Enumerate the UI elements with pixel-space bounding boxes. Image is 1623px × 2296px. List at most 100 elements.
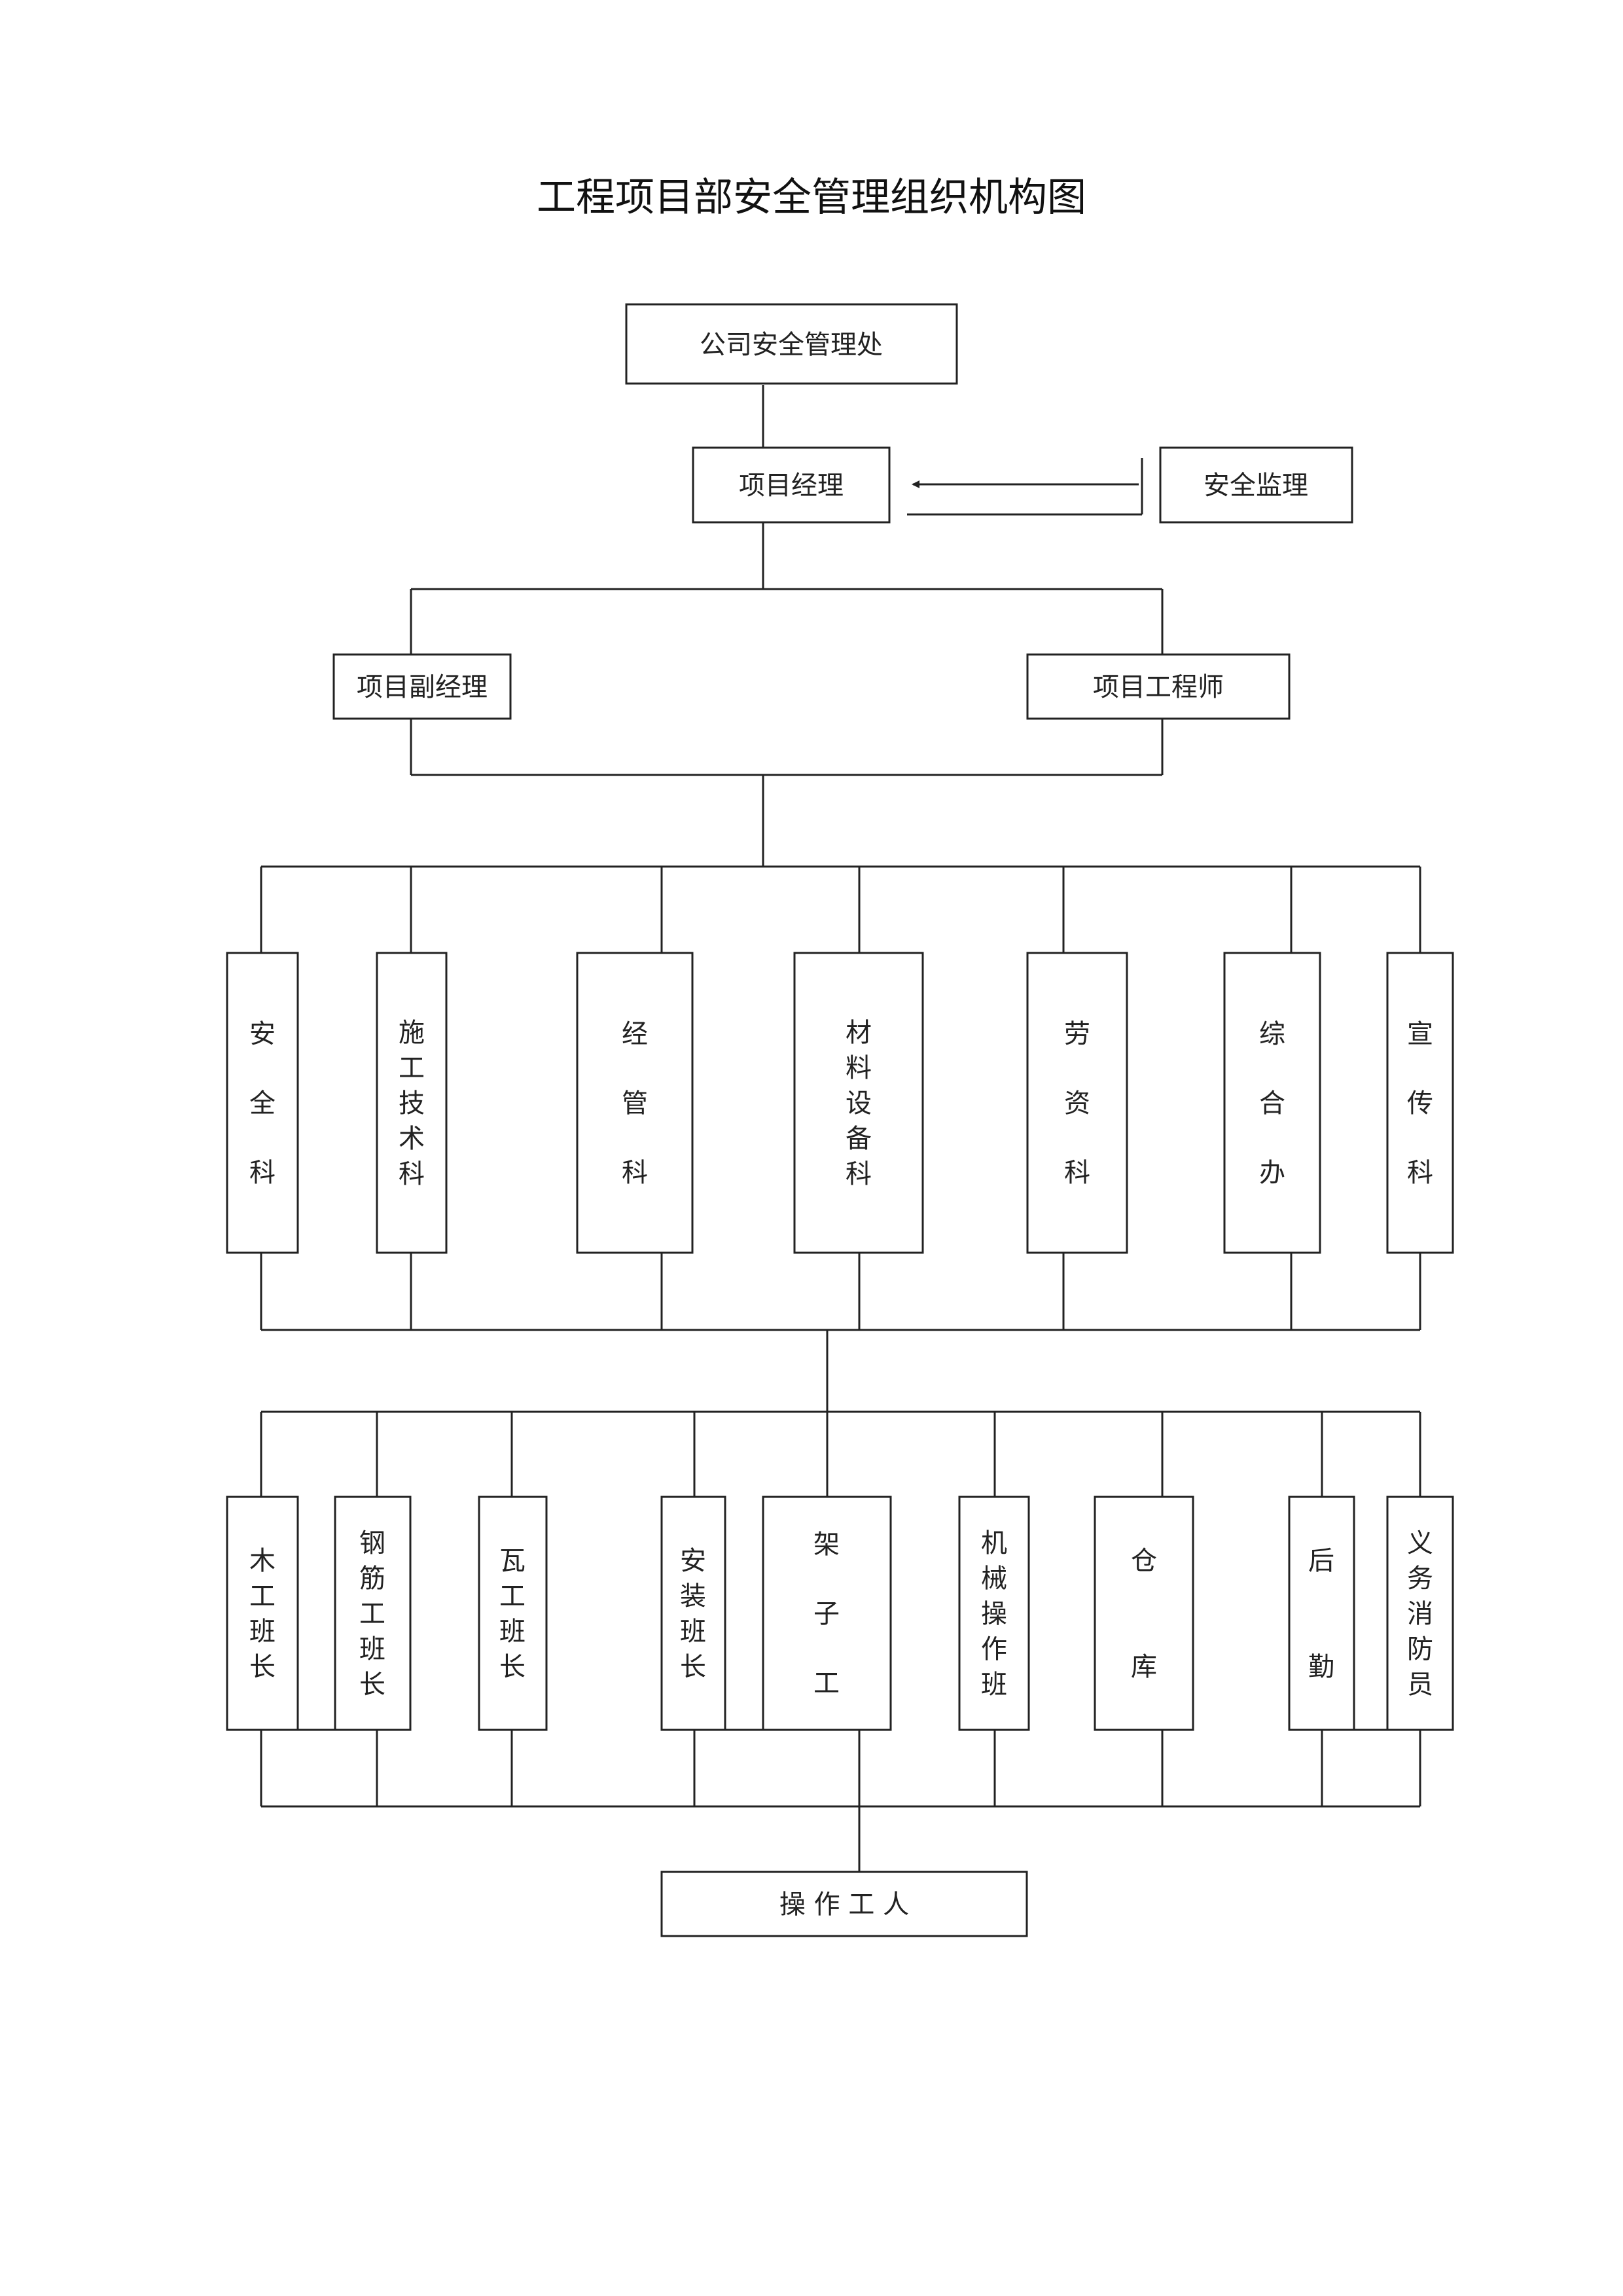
label-char: 员 [1407,1670,1433,1700]
label-char: 工 [359,1599,385,1629]
team-box-scaffolder: 架子工 [762,1496,892,1731]
label-char: 科 [249,1158,276,1188]
label-char: 务 [1407,1564,1433,1594]
label-char: 技 [399,1088,425,1119]
project-engineer-box: 项目工程师 [1026,653,1291,720]
label-char: 办 [1259,1158,1285,1188]
label-char: 综 [1259,1019,1285,1049]
label-char: 瓦 [499,1546,526,1576]
project-manager-box: 项目经理 [692,446,891,524]
dept-box-publicity: 宣传科 [1386,952,1454,1254]
label-char: 管 [622,1088,648,1119]
company-safety-office-box: 公司安全管理处 [625,303,958,385]
dept-box-business: 经管科 [576,952,694,1254]
label-char: 工 [249,1581,276,1611]
label-char: 工 [813,1668,840,1698]
label-char: 资 [1064,1088,1090,1119]
label-char: 班 [680,1617,706,1647]
workers-label: 操 作 工 人 [779,1890,909,1920]
label-char: 仓 [1131,1546,1157,1576]
label-char: 安 [249,1019,276,1049]
label-char: 材 [846,1018,872,1048]
label-char: 科 [622,1158,648,1188]
label-char: 料 [846,1053,872,1083]
label-char: 装 [680,1581,706,1611]
workers-box: 操 作 工 人 [660,1871,1028,1937]
label-char: 传 [1407,1088,1433,1119]
label-char: 长 [499,1652,526,1682]
label-char: 全 [249,1088,276,1119]
label-char: 消 [1407,1599,1433,1629]
dept-box-general-office: 综合办 [1223,952,1321,1254]
label-char: 科 [399,1159,425,1189]
label-char: 班 [981,1670,1007,1700]
label-char: 班 [249,1617,276,1647]
label-char: 长 [249,1652,276,1682]
deputy-manager-box: 项目副经理 [332,653,512,720]
label-char: 经 [622,1019,648,1049]
safety-supervisor-box: 安全监理 [1159,446,1353,524]
label-char: 长 [680,1652,706,1682]
label-char: 操 [981,1599,1007,1629]
label-char: 长 [359,1670,385,1700]
label-char: 义 [1407,1528,1433,1558]
team-label-warehouse: 仓库 [1131,1546,1157,1682]
dept-label-business: 经管科 [622,1019,648,1188]
safety-supervisor-label: 安全监理 [1204,471,1308,501]
company-safety-office-label: 公司安全管理处 [700,330,883,360]
label-char: 班 [499,1617,526,1647]
label-char: 钢 [359,1528,385,1558]
dept-box-labor: 劳资科 [1026,952,1128,1254]
label-char: 术 [399,1124,425,1154]
team-label-scaffolder: 架子工 [813,1530,840,1698]
dept-box-safety: 安全科 [226,952,299,1254]
supervision-arrow [907,458,1143,516]
deputy-manager-label: 项目副经理 [357,672,488,702]
dept-label-safety: 安全科 [249,1019,276,1188]
label-char: 合 [1259,1088,1285,1119]
label-char: 机 [981,1528,1007,1558]
label-char: 勤 [1308,1652,1334,1682]
label-char: 工 [499,1581,526,1611]
label-char: 库 [1131,1652,1157,1682]
team-box-logistics: 后勤 [1288,1496,1355,1731]
label-char: 架 [813,1530,840,1560]
label-char: 科 [846,1159,872,1189]
label-char: 工 [399,1053,425,1083]
connectors [260,385,1421,1872]
label-char: 施 [399,1018,425,1048]
team-box-warehouse: 仓库 [1094,1496,1194,1731]
dept-label-publicity: 宣传科 [1407,1019,1433,1188]
team-label-logistics: 后勤 [1308,1546,1334,1682]
label-char: 劳 [1064,1019,1090,1049]
label-char: 械 [981,1564,1007,1594]
label-char: 宣 [1407,1019,1433,1049]
label-char: 木 [249,1546,276,1576]
label-char: 安 [680,1546,706,1576]
label-char: 筋 [359,1564,385,1594]
label-char: 科 [1407,1158,1433,1188]
dept-label-general-office: 综合办 [1259,1019,1285,1188]
project-manager-label: 项目经理 [739,471,844,501]
dept-label-labor: 劳资科 [1064,1019,1090,1188]
label-char: 防 [1407,1634,1433,1664]
label-char: 后 [1308,1546,1334,1576]
label-char: 作 [981,1634,1007,1664]
label-char: 设 [846,1088,872,1119]
label-char: 班 [359,1634,385,1664]
